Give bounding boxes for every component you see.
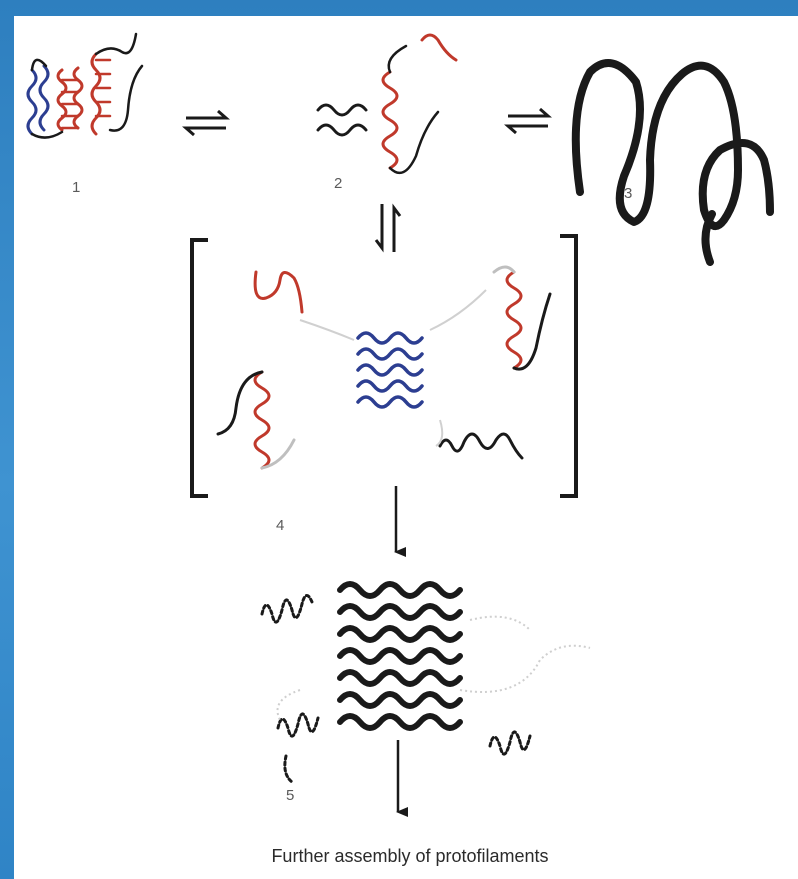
stacked-beta-strands bbox=[337, 581, 463, 731]
partial-helix-1 bbox=[253, 270, 304, 314]
equilibrium-arrow-2-4 bbox=[374, 203, 402, 253]
partial-helix-3 bbox=[216, 370, 296, 470]
equilibrium-arrow-1-2 bbox=[182, 109, 230, 137]
beta-strands-blue bbox=[26, 64, 50, 136]
partial-helix-2 bbox=[492, 265, 552, 371]
helix-segments-red bbox=[381, 33, 458, 170]
bracket-left bbox=[190, 238, 208, 498]
alpha-helix-red bbox=[56, 52, 112, 136]
label-2: 2 bbox=[334, 175, 342, 192]
caption-further-assembly: Further assembly of protofilaments bbox=[271, 846, 548, 866]
state-3-unfolded-chain bbox=[571, 59, 774, 266]
state-5-protofilament bbox=[260, 581, 591, 784]
unfolded-strand bbox=[438, 432, 524, 460]
dotted-helices bbox=[260, 594, 532, 784]
state-1-native-fold bbox=[26, 32, 144, 139]
bracket-right bbox=[560, 234, 578, 498]
equilibrium-arrow-2-3 bbox=[504, 107, 552, 135]
blue-beta-sheet bbox=[356, 331, 424, 409]
state-2-partially-unfolded bbox=[316, 33, 458, 175]
faint-tails bbox=[276, 615, 591, 721]
label-4: 4 bbox=[276, 517, 284, 534]
label-3: 3 bbox=[624, 185, 632, 202]
label-5: 5 bbox=[286, 787, 294, 804]
faint-links bbox=[299, 289, 487, 447]
loops-black bbox=[30, 32, 144, 139]
figure-panel bbox=[14, 16, 798, 879]
label-1: 1 bbox=[72, 179, 80, 196]
unpaired-strands bbox=[316, 103, 368, 137]
loops-2 bbox=[387, 44, 440, 175]
state-4-intermediates bbox=[216, 265, 552, 470]
